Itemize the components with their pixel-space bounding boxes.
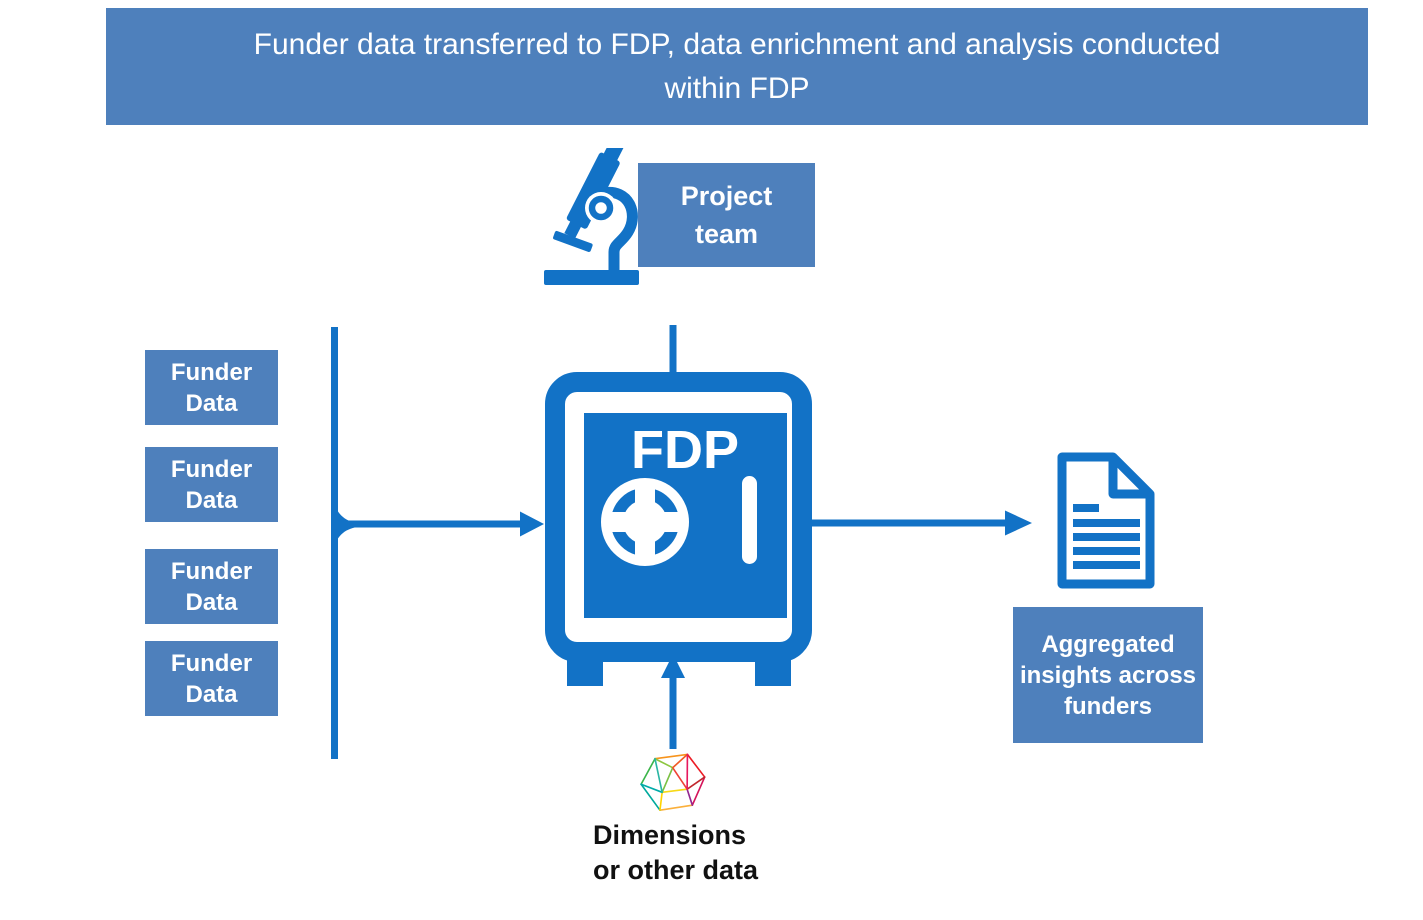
funder-box-label: Funder: [170, 358, 253, 386]
funder-box-label: Data: [185, 588, 238, 616]
funder-data-box-1: Funder Data: [145, 350, 278, 425]
project-team-line-1: Project: [680, 181, 773, 211]
dimensions-label: Dimensions or other data: [593, 818, 813, 888]
dimensions-logo-icon: [639, 750, 707, 814]
aggregated-line-1: Aggregated: [1041, 630, 1175, 658]
funder-box-label: Funder: [170, 557, 253, 585]
aggregated-line-2: insights across: [1019, 661, 1197, 689]
fdp-to-insights-arrow: [812, 510, 1032, 536]
funder-box-label: Data: [185, 486, 238, 514]
funder-box-label: Funder: [170, 649, 253, 677]
funder-box-label: Data: [185, 680, 238, 708]
project-team-line-2: team: [694, 219, 759, 249]
document-icon: [1053, 452, 1159, 590]
funder-data-box-4: Funder Data: [145, 641, 278, 716]
dimensions-label-line-2: or other data: [593, 855, 759, 885]
funder-to-fdp-arrow: [338, 511, 544, 537]
funder-data-box-2: Funder Data: [145, 447, 278, 522]
funder-collector-line: [331, 327, 368, 759]
aggregated-line-3: funders: [1063, 692, 1152, 720]
title-line-2: within FDP: [664, 71, 810, 105]
project-team-box: Project team: [638, 163, 815, 267]
funder-box-label: Data: [185, 389, 238, 417]
title-line-1: Funder data transferred to FDP, data enr…: [253, 27, 1221, 61]
dimensions-to-fdp-arrow: [661, 654, 685, 749]
safe-handle: [742, 476, 757, 564]
safe-dial: [601, 478, 689, 566]
microscope-icon: [543, 139, 643, 290]
funder-data-box-3: Funder Data: [145, 549, 278, 624]
fdp-label: FDP: [631, 420, 739, 480]
title-banner: Funder data transferred to FDP, data enr…: [106, 8, 1368, 125]
fdp-safe-icon: FDP: [545, 372, 812, 690]
dimensions-label-line-1: Dimensions: [593, 820, 747, 850]
aggregated-insights-box: Aggregated insights across funders: [1013, 607, 1203, 743]
funder-box-label: Funder: [170, 455, 253, 483]
